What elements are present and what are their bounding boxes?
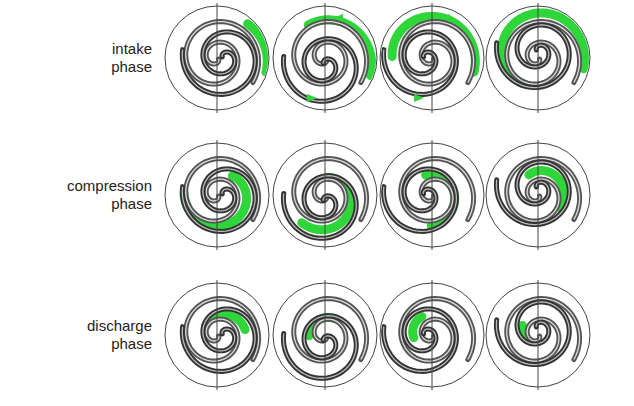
scroll-frame: [182, 159, 258, 232]
scroll-frame: [283, 20, 371, 101]
phase-label: compression phase: [67, 177, 152, 213]
center-line: [432, 140, 433, 250]
intake-arrow: [307, 94, 317, 102]
scroll-frame: [384, 159, 474, 232]
center-line: [217, 140, 218, 250]
scroll-frame: [384, 299, 474, 372]
center-line: [432, 280, 433, 390]
center-line: [538, 140, 539, 250]
scroll-frame: [496, 13, 584, 88]
phase-label: intake phase: [111, 40, 152, 76]
scroll-frame: [182, 22, 267, 95]
intake-arrow: [333, 14, 343, 22]
center-line: [217, 280, 218, 390]
scroll-frame: [182, 299, 258, 372]
center-line: [432, 3, 433, 113]
center-line: [538, 3, 539, 113]
center-line: [325, 140, 326, 250]
center-line: [538, 280, 539, 390]
center-line: [325, 280, 326, 390]
intake-arrow: [414, 94, 424, 102]
scroll-frame: [384, 16, 476, 94]
center-line: [325, 3, 326, 113]
intake-arrow: [440, 14, 450, 22]
center-line: [217, 3, 218, 113]
phase-label: discharge phase: [87, 317, 152, 353]
